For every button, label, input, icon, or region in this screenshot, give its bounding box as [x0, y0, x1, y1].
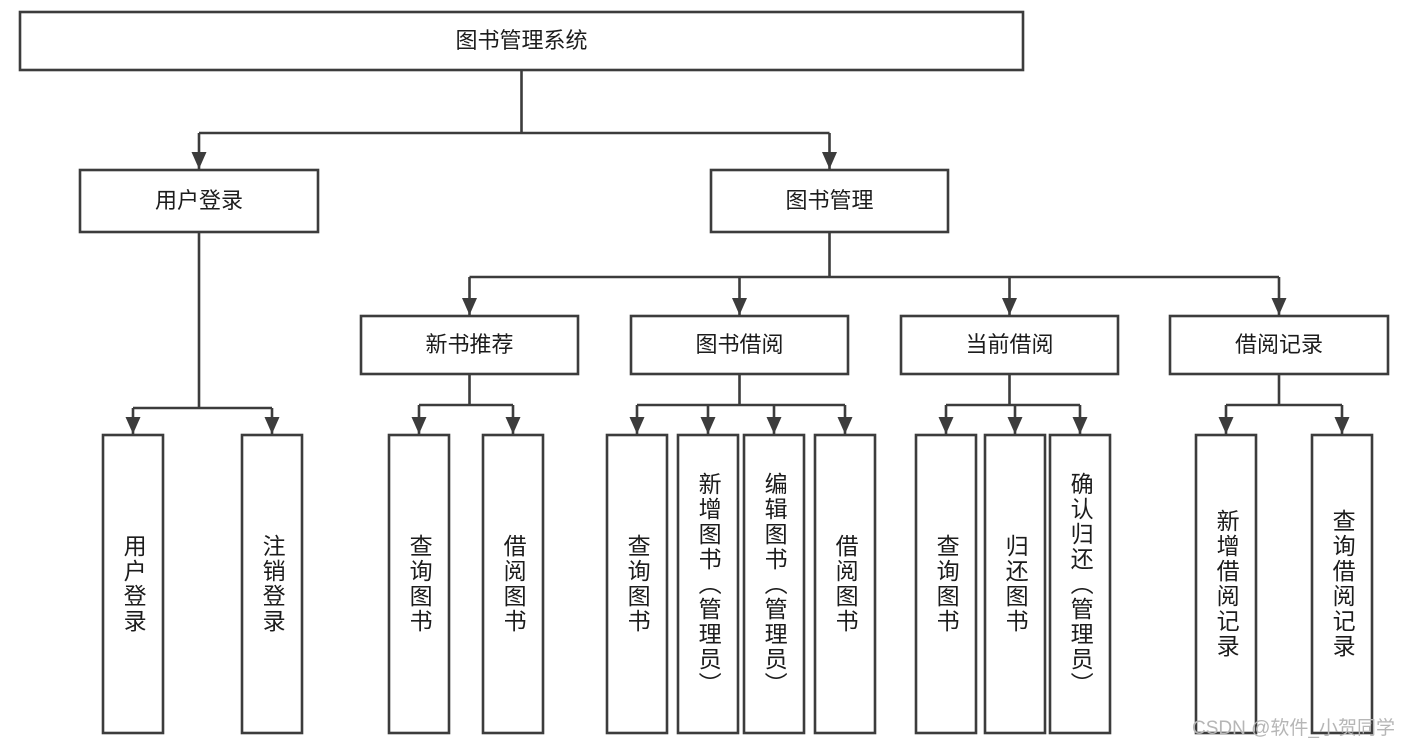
arrow-head-icon	[629, 417, 645, 434]
node-leaf-edit-book-box[interactable]	[742, 433, 806, 735]
node-leaf-add-book-box[interactable]	[676, 433, 740, 735]
node-new-book-recommend-label: 新书推荐	[425, 332, 513, 357]
node-borrow-record-box[interactable]	[1168, 314, 1390, 376]
arrow-head-icon	[837, 417, 853, 434]
arrow-head-icon	[1002, 298, 1017, 315]
arrow-head-icon	[1218, 417, 1234, 434]
arrow-head-icon	[264, 417, 280, 434]
node-leaf-borrow-book-2-box[interactable]	[813, 433, 877, 735]
box-layer	[18, 10, 1390, 735]
connector-layer	[125, 70, 1350, 434]
arrow-head-icon	[700, 417, 716, 434]
node-title-label: 图书管理系统	[455, 28, 587, 53]
node-book-borrow-label: 图书借阅	[695, 332, 783, 357]
arrow-head-icon	[411, 417, 427, 434]
node-book-management-label: 图书管理	[785, 188, 873, 213]
node-leaf-add-record-box[interactable]	[1194, 433, 1258, 735]
node-current-borrow-label: 当前借阅	[965, 332, 1053, 357]
arrow-head-icon	[732, 298, 747, 315]
arrow-head-icon	[938, 417, 954, 434]
arrow-head-icon	[1271, 298, 1287, 315]
csdn-watermark: CSDN @软件_小贺同学	[1192, 718, 1395, 739]
arrow-head-icon	[125, 417, 141, 434]
node-user-login-label: 用户登录	[155, 188, 243, 213]
arrow-head-icon	[1334, 417, 1350, 434]
arrow-head-icon	[1007, 417, 1023, 434]
node-leaf-user-login-box[interactable]	[101, 433, 165, 735]
arrow-head-icon	[191, 152, 207, 169]
node-title-box[interactable]	[18, 10, 1025, 72]
node-leaf-query-book-3-box[interactable]	[914, 433, 978, 735]
arrow-head-icon	[462, 298, 477, 315]
node-leaf-confirm-return-box[interactable]	[1048, 433, 1112, 735]
node-user-login-box[interactable]	[78, 168, 320, 234]
arrow-head-icon	[505, 417, 521, 434]
node-book-management-box[interactable]	[709, 168, 950, 234]
node-borrow-record-label: 借阅记录	[1235, 332, 1323, 357]
node-leaf-query-book-2-box[interactable]	[605, 433, 669, 735]
node-leaf-query-record-box[interactable]	[1310, 433, 1374, 735]
node-leaf-return-book-box[interactable]	[983, 433, 1047, 735]
node-new-book-recommend-box[interactable]	[359, 314, 580, 376]
arrow-head-icon	[822, 152, 837, 169]
node-leaf-borrow-book-1-box[interactable]	[481, 433, 545, 735]
node-current-borrow-box[interactable]	[899, 314, 1120, 376]
node-book-borrow-box[interactable]	[629, 314, 850, 376]
arrow-head-icon	[766, 417, 782, 434]
node-leaf-logout-login-box[interactable]	[240, 433, 304, 735]
arrow-head-icon	[1072, 417, 1088, 434]
node-leaf-query-book-1-box[interactable]	[387, 433, 451, 735]
